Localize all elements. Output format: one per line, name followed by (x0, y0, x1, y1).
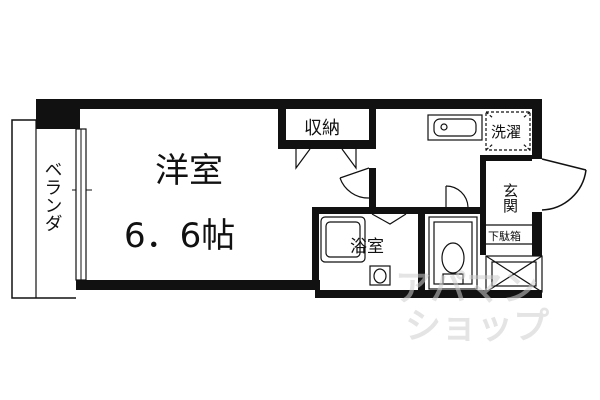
watermark-line2: ショップ (405, 306, 549, 347)
cabinet-box (485, 255, 543, 293)
western-room-label: 洋室 (155, 151, 223, 191)
watermark-line1: アパマン (395, 268, 538, 309)
storage-door (295, 148, 357, 170)
bathroom-label: 浴室 (350, 237, 384, 257)
western-room-size-label: 6．6帖 (124, 216, 235, 256)
bathtub (320, 216, 366, 263)
balcony-label: ベランダ (42, 160, 63, 232)
washer-space (485, 111, 531, 151)
balcony-window (75, 128, 87, 281)
kitchen-sink (427, 114, 483, 141)
washer-label: 洗濯 (491, 123, 521, 141)
storage-label: 収納 (304, 118, 340, 139)
toilet-door (445, 185, 469, 208)
room-door (339, 167, 370, 199)
inner-walls (278, 109, 532, 298)
entrance-door (541, 158, 587, 211)
washbasin (369, 265, 391, 286)
entrance-area (486, 224, 532, 245)
shoe-box-label: 下駄箱 (488, 229, 521, 243)
outer-walls (36, 99, 542, 298)
toilet (428, 216, 478, 290)
bathroom-door (371, 213, 407, 225)
entrance-label: 玄関 (501, 183, 519, 214)
